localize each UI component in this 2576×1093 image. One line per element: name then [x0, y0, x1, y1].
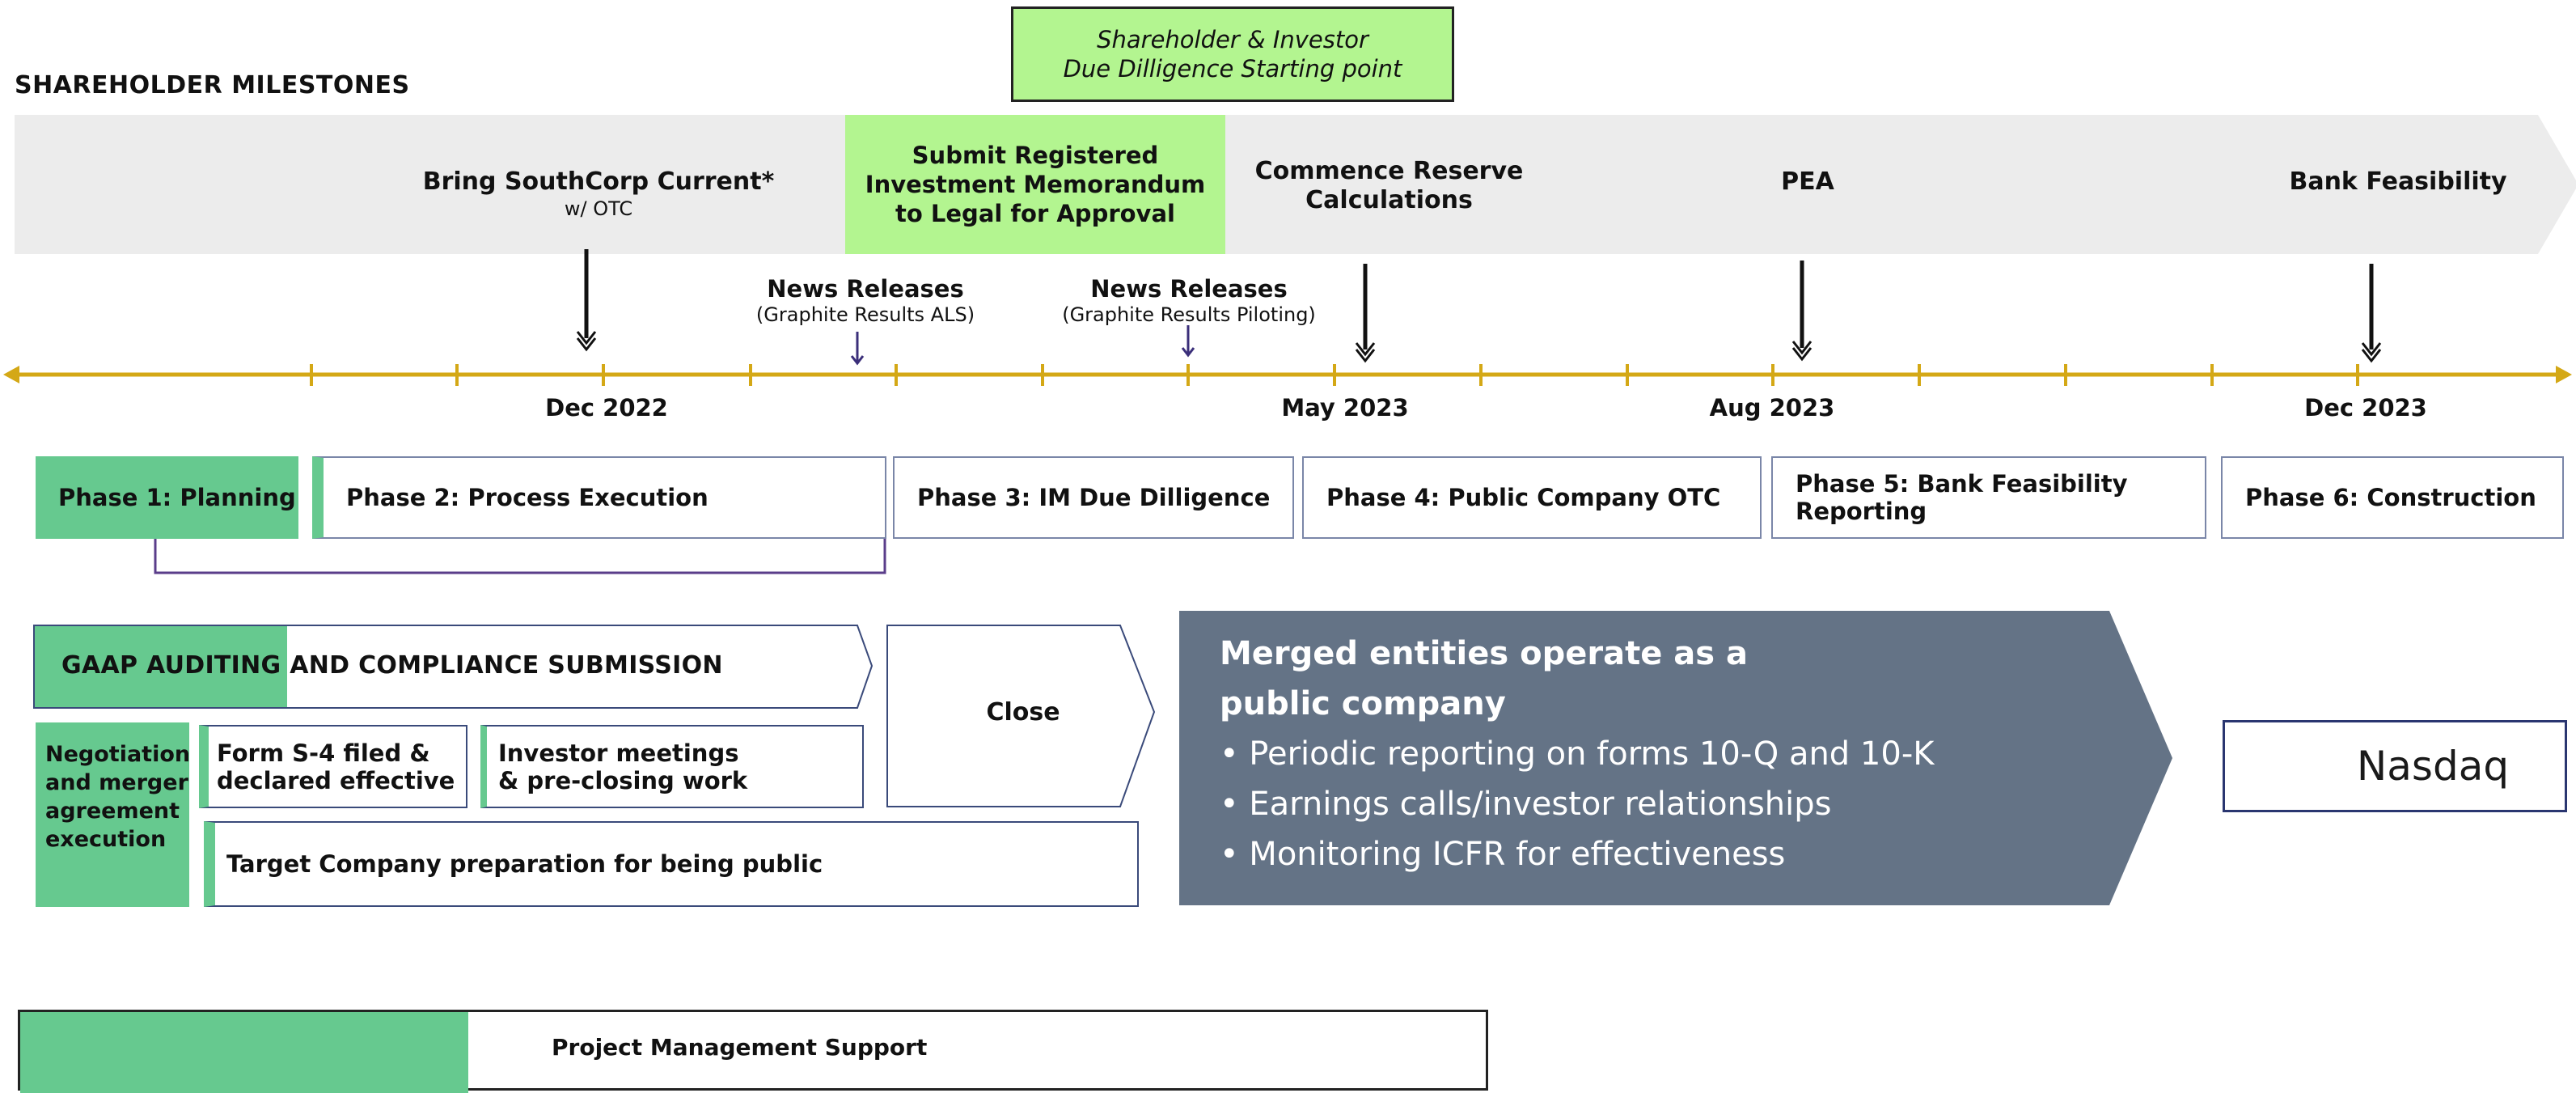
callout-line-1: Shareholder & Investor — [1097, 26, 1368, 53]
milestone-reserve-line2: Calculations — [1305, 186, 1473, 214]
merged-heading-2: public company — [1220, 685, 1506, 722]
milestone-band — [15, 115, 2576, 254]
target-company-box: Target Company preparation for being pub… — [204, 821, 1139, 907]
arrowhead — [1355, 349, 1376, 363]
arrowhead — [850, 355, 865, 366]
arrowhead — [1181, 347, 1195, 358]
merged-bullet-1: • Periodic reporting on forms 10-Q and 1… — [1220, 735, 1935, 773]
arrowhead — [1791, 341, 1813, 355]
timeline-axis — [3, 364, 2572, 386]
timeline-left-arrow — [3, 366, 19, 383]
page-title: SHAREHOLDER MILESTONES — [15, 71, 410, 100]
investor-line1: Investor meetings — [498, 739, 739, 767]
form-s4-line2: declared effective — [217, 766, 455, 794]
milestone-submit-im-line3: to Legal for Approval — [895, 200, 1175, 227]
project-management-green-fill — [20, 1012, 468, 1093]
phase-5-line1: Phase 5: Bank Feasibility — [1796, 470, 2128, 498]
investor-line2: & pre-closing work — [498, 766, 748, 794]
milestone-submit-im-line1: Submit Registered — [912, 142, 1159, 169]
arrowhead — [1791, 347, 1813, 362]
milestone-submit-im-line2: Investment Memorandum — [865, 171, 1206, 198]
milestone-southcorp: Bring SouthCorp Current* w/ OTC — [421, 162, 776, 227]
merged-entities-panel: Merged entities operate as a public comp… — [1179, 611, 2172, 905]
news-release-piloting: News Releases (Graphite Results Piloting… — [1043, 273, 1335, 330]
milestone-pea: PEA — [1727, 162, 1889, 202]
milestone-bank-feasibility: Bank Feasibility — [2248, 162, 2548, 202]
merged-bullet-3: • Monitoring ICFR for effectiveness — [1220, 836, 1786, 873]
phase-3-im-due-dilligence: Phase 3: IM Due Dilligence — [893, 456, 1294, 539]
gaap-green-fill — [35, 626, 287, 707]
nasdaq-logo-box: Nasdaq — [2223, 720, 2567, 812]
arrowhead — [576, 337, 597, 352]
milestone-reserve-line1: Commence Reserve — [1254, 157, 1524, 185]
phase-5-line2: Reporting — [1796, 498, 1927, 525]
news-release-als-sub: (Graphite Results ALS) — [755, 303, 975, 326]
callout-line-2: Due Dilligence Starting point — [1063, 55, 1402, 83]
milestone-pea-title: PEA — [1781, 167, 1834, 196]
phase-bracket — [154, 538, 886, 574]
nasdaq-wordmark: Nasdaq — [2356, 743, 2510, 790]
milestone-bank-feasibility-title: Bank Feasibility — [2289, 167, 2507, 196]
timeline-ticks — [310, 364, 2359, 386]
date-dec-2022: Dec 2022 — [545, 394, 668, 422]
timeline-right-arrow — [2556, 366, 2572, 383]
news-release-piloting-title: News Releases — [1090, 275, 1288, 303]
phase-4-public-company-otc: Phase 4: Public Company OTC — [1302, 456, 1762, 539]
date-aug-2023: Aug 2023 — [1709, 394, 1835, 422]
milestone-arrows — [576, 249, 2382, 363]
phase-1-planning: Phase 1: Planning — [36, 456, 298, 539]
phase-2-process-execution: Phase 2: Process Execution — [312, 456, 886, 539]
form-s4-box: Form S-4 filed & declared effective — [199, 725, 467, 808]
close-label: Close — [986, 697, 1060, 727]
news-release-als-title: News Releases — [767, 275, 964, 303]
negotiation-line4: execution — [45, 827, 167, 852]
project-management-label: Project Management Support — [552, 1034, 928, 1061]
arrowhead — [576, 331, 597, 345]
merged-bullet-2: • Earnings calls/investor relationships — [1220, 786, 1832, 823]
milestone-reserve: Commence Reserve Calculations — [1241, 154, 1537, 218]
phase-5-bank-feasibility: Phase 5: Bank Feasibility Reporting — [1771, 456, 2206, 539]
negotiation-line2: and merger — [45, 770, 188, 795]
merged-heading-1: Merged entities operate as a — [1220, 635, 1748, 672]
milestone-submit-im: Submit Registered Investment Memorandum … — [845, 115, 1225, 254]
negotiation-line1: Negotiation — [45, 742, 191, 767]
arrowhead — [2361, 349, 2382, 363]
news-release-piloting-sub: (Graphite Results Piloting) — [1062, 303, 1316, 326]
milestone-southcorp-title: Bring SouthCorp Current* — [422, 167, 775, 196]
form-s4-line1: Form S-4 filed & — [217, 739, 430, 767]
news-release-als: News Releases (Graphite Results ALS) — [720, 273, 1011, 330]
due-diligence-callout: Shareholder & Investor Due Dilligence St… — [1011, 6, 1454, 102]
close-arrow-shape — [886, 625, 1156, 807]
negotiation-line3: agreement — [45, 799, 180, 824]
date-dec-2023: Dec 2023 — [2304, 394, 2427, 422]
news-arrows — [850, 325, 1195, 366]
gaap-label: GAAP AUDITING AND COMPLIANCE SUBMISSION — [61, 651, 723, 680]
phase-6-construction: Phase 6: Construction — [2221, 456, 2564, 539]
arrowhead — [1355, 342, 1376, 357]
milestone-southcorp-sub: w/ OTC — [564, 197, 633, 220]
arrowhead — [2361, 342, 2382, 357]
investor-meetings-box: Investor meetings & pre-closing work — [480, 725, 864, 808]
date-may-2023: May 2023 — [1281, 394, 1409, 422]
negotiation-box: Negotiation and merger agreement executi… — [36, 722, 191, 907]
